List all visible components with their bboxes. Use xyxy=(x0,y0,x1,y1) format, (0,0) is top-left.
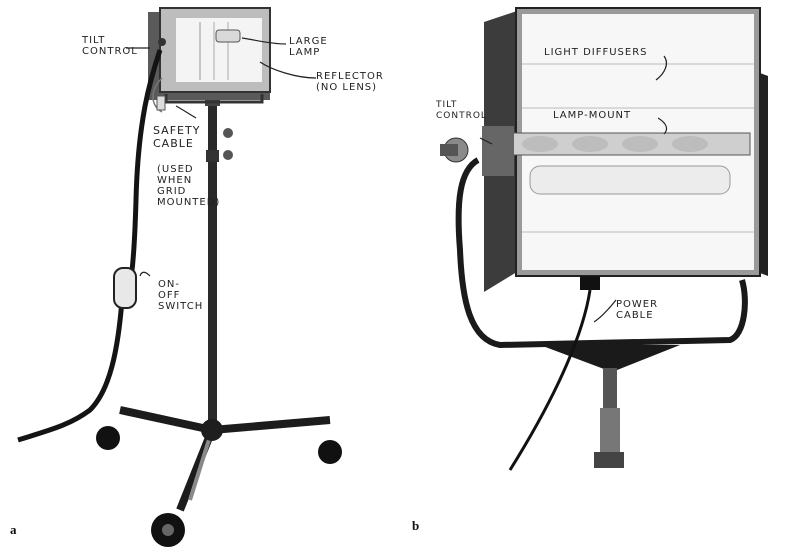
label-power-cable: POWER CABLE xyxy=(616,299,659,321)
label-safety-cable: SAFETY CABLE xyxy=(153,124,201,150)
label-lamp-mount: LAMP-MOUNT xyxy=(553,110,632,121)
label-large-lamp: LARGE LAMP xyxy=(289,36,328,58)
label-safety-note: (USED WHEN GRID MOUNTED) xyxy=(157,164,221,208)
panel-b-callout-arrows xyxy=(479,55,668,323)
panel-letter-a: a xyxy=(10,522,17,537)
label-tilt-control-a: TILT CONTROL xyxy=(82,35,138,57)
panel-letter-b: b xyxy=(412,518,420,533)
panel-a-light-stand xyxy=(17,7,342,547)
label-on-off-switch: ON- OFF SWITCH xyxy=(158,279,204,312)
label-light-diffusers: LIGHT DIFFUSERS xyxy=(544,47,648,58)
panel-a-callout-arrows xyxy=(126,37,317,277)
label-tilt-control-b: TILT CONTROL xyxy=(436,100,487,121)
label-reflector: REFLECTOR (NO LENS) xyxy=(316,71,384,93)
panel-b-soft-light xyxy=(440,7,768,471)
